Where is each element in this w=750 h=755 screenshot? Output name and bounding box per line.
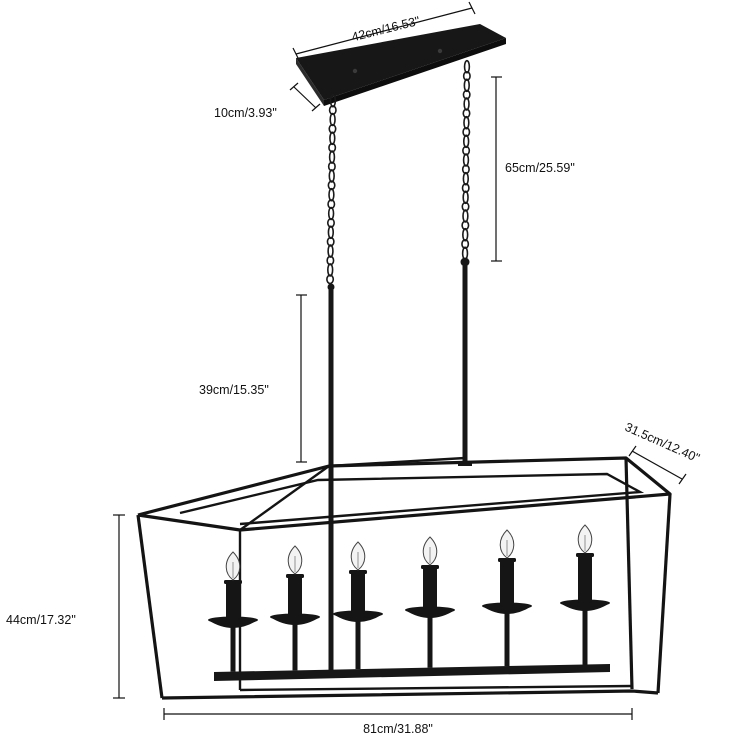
chain-link (329, 112, 336, 127)
chain-link (462, 134, 470, 149)
chain-link (462, 190, 469, 205)
frame-height-label: 44cm/17.32" (6, 613, 76, 627)
chain-link (461, 201, 470, 212)
chain-link (327, 263, 334, 277)
dimension-canopy-width: 10cm/3.93" (214, 82, 321, 120)
dimension-rod-length: 39cm/15.35" (199, 294, 307, 463)
chain-link (462, 89, 471, 100)
chain-link (462, 71, 471, 82)
candle-arm (208, 551, 258, 672)
dimension-frame-depth: 31.5cm/12.40" (623, 420, 702, 485)
chain-link (462, 108, 471, 119)
candle-arm (405, 536, 455, 668)
chain-link (461, 183, 470, 194)
cage-frame (136, 456, 672, 700)
chain-link (462, 171, 470, 186)
dimension-frame-height: 44cm/17.32" (6, 514, 125, 699)
rod-length-label: 39cm/15.35" (199, 383, 269, 397)
chain-link (462, 209, 469, 223)
ceiling-canopy (296, 24, 506, 106)
frame-length-label: 81cm/31.88" (363, 722, 433, 736)
chain-link (461, 220, 470, 231)
chain-link (463, 59, 471, 74)
chain-link (328, 187, 335, 202)
dimension-chain-length: 65cm/25.59" (491, 76, 575, 262)
candle-arms (208, 524, 610, 672)
chain-link (327, 225, 335, 240)
candle-arm (333, 541, 383, 670)
candle-arm (482, 529, 532, 667)
candle-arm (270, 545, 320, 671)
right-chain (461, 59, 471, 261)
chain-link (463, 78, 470, 93)
chain-link (462, 153, 470, 167)
chain-link (462, 145, 471, 156)
chain-length-label: 65cm/25.59" (505, 161, 575, 175)
chain-link (462, 127, 471, 138)
canopy-width-label: 10cm/3.93" (214, 106, 277, 120)
candle-arm (560, 524, 610, 665)
chain-link (461, 164, 470, 175)
dimension-frame-length: 81cm/31.88" (163, 708, 633, 736)
chain-link (461, 239, 470, 250)
chain-link (328, 169, 335, 183)
chain-link (326, 274, 335, 285)
chain-link (327, 244, 334, 258)
chain-link (462, 227, 469, 242)
chain-link (463, 115, 470, 130)
frame-depth-label: 31.5cm/12.40" (623, 420, 702, 465)
left-chain (326, 93, 337, 285)
chain-link (463, 97, 470, 111)
chain-link (328, 150, 336, 164)
chain-link (327, 206, 335, 221)
chain-link (329, 131, 336, 146)
